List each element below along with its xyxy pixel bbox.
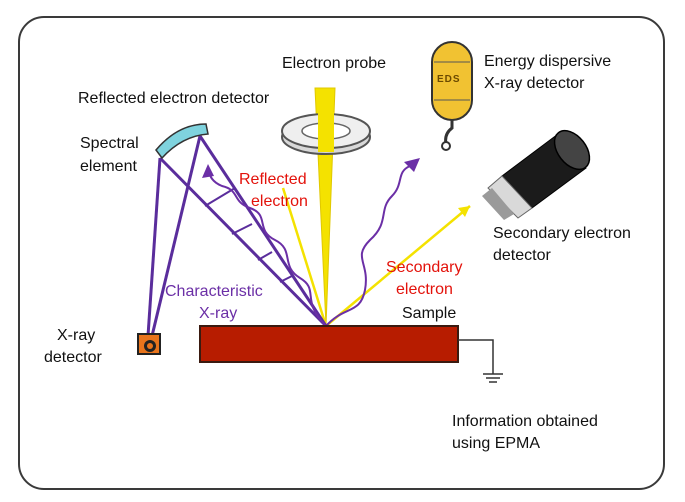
ground-symbol bbox=[458, 339, 503, 383]
eds-detector-icon bbox=[431, 41, 473, 151]
reflected-electron-label-line2: electron bbox=[251, 193, 308, 210]
spectral-element-icon bbox=[155, 123, 209, 160]
spectral-element-label-line1: Spectral bbox=[80, 135, 139, 152]
electron-probe-label: Electron probe bbox=[282, 55, 387, 72]
reflected-electron-wave bbox=[207, 169, 327, 327]
reflected-electron-detector-icon bbox=[281, 112, 371, 155]
reflected-electron-detector-label: Reflected electron detector bbox=[78, 90, 270, 107]
xray-detector-icon bbox=[137, 333, 161, 355]
characteristic-xray-paths bbox=[146, 135, 328, 337]
characteristic-xray-label-line1: Characteristic bbox=[165, 283, 263, 300]
eds-badge-text: EDS bbox=[437, 74, 461, 85]
secondary-electron-label-line2: electron bbox=[396, 281, 453, 298]
characteristic-xray-label-line2: X-ray bbox=[199, 305, 238, 322]
secondary-electron-label-line1: Secondary bbox=[386, 259, 463, 276]
sample-label: Sample bbox=[402, 305, 457, 322]
diagram-frame bbox=[18, 16, 665, 490]
eds-label-line2: X-ray detector bbox=[484, 75, 585, 92]
sample-block bbox=[199, 325, 459, 363]
info-label-line1: Information obtained bbox=[452, 413, 598, 430]
xray-detector-label-line1: X-ray bbox=[57, 327, 96, 344]
eds-xray-wave bbox=[325, 165, 411, 327]
info-label-line2: using EPMA bbox=[452, 435, 541, 452]
secondary-detector-label-line2: detector bbox=[493, 247, 551, 264]
reflected-electron-label-line1: Reflected bbox=[239, 171, 307, 188]
eds-label-line1: Energy dispersive bbox=[484, 53, 612, 70]
secondary-electron-detector-icon bbox=[482, 129, 591, 220]
secondary-yellow-ray bbox=[325, 205, 471, 327]
reflected-yellow-ray bbox=[281, 187, 328, 327]
secondary-detector-label-line1: Secondary electron bbox=[493, 225, 631, 242]
spectral-element-label-line2: element bbox=[80, 158, 137, 175]
xray-detector-label-line2: detector bbox=[44, 349, 102, 366]
